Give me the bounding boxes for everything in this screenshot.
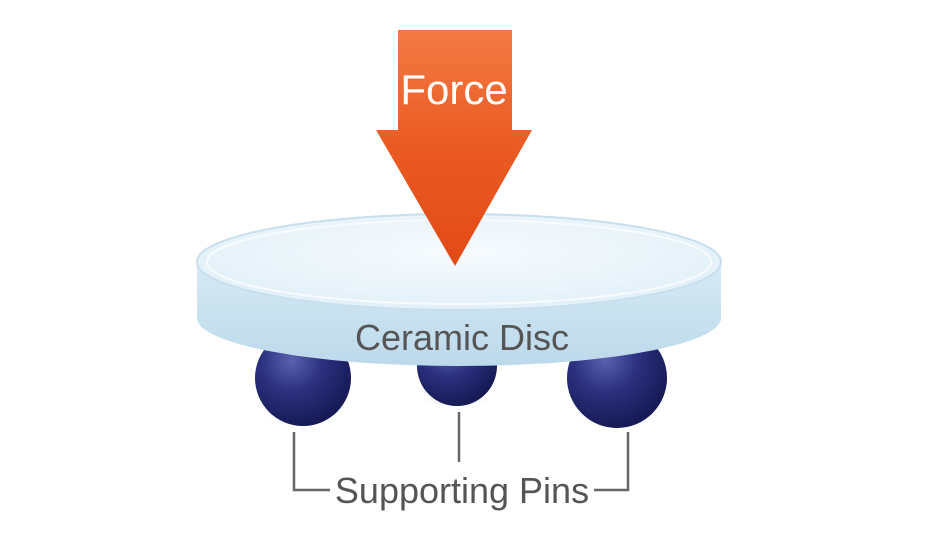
ceramic-disc-label: Ceramic Disc bbox=[355, 317, 569, 358]
force-label: Force bbox=[400, 66, 507, 113]
force-arrow bbox=[376, 30, 532, 266]
supporting-pins-label: Supporting Pins bbox=[335, 470, 589, 511]
supporting-pins-bracket bbox=[292, 412, 630, 492]
ceramic-disc bbox=[196, 213, 722, 366]
